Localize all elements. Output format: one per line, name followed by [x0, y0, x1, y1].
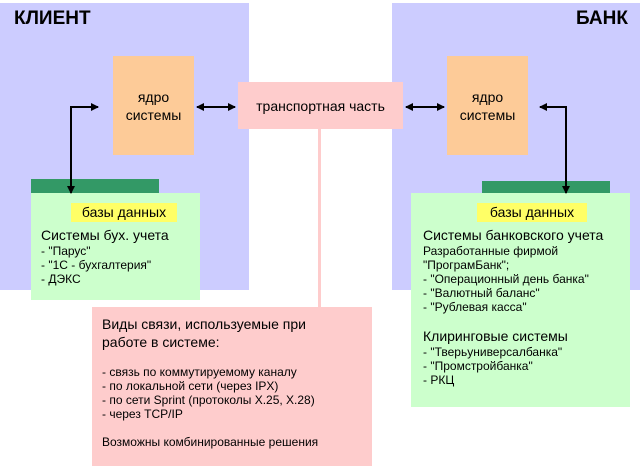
bank-core-line1: ядро	[471, 88, 504, 105]
note-footer: Возможны комбинированные решения	[102, 435, 319, 449]
note-heading: Виды связи, используемые при	[102, 316, 306, 332]
bank-db-intro: Разработанные фирмой	[423, 244, 559, 258]
list-item: - "Промстройбанка"	[423, 359, 533, 373]
bank-db-intro: "ПрограмБанк";	[423, 258, 510, 272]
list-item: - "1С - бухгалтерия"	[41, 258, 152, 272]
bank-title: БАНК	[576, 8, 628, 29]
client-db-heading: Системы бух. учета	[41, 227, 169, 243]
bank-db: базы данных Системы банковского учета Ра…	[411, 193, 630, 407]
client-core-line1: ядро	[137, 88, 170, 105]
bank-db-heading: Системы банковского учета	[423, 227, 604, 243]
list-item: - ДЭКС	[41, 272, 81, 286]
bank-db-heading2: Клиринговые системы	[423, 328, 568, 344]
bank-core-line2: системы	[459, 106, 516, 123]
client-core-line2: системы	[125, 106, 182, 123]
list-item: - "Парус"	[41, 244, 91, 258]
connection-note: Виды связи, используемые при работе в си…	[92, 307, 372, 466]
list-item: - РКЦ	[423, 373, 455, 387]
bank-db-label: базы данных	[477, 203, 587, 222]
list-item: - "Тверьуниверсалбанка"	[423, 345, 563, 359]
list-item: - "Валютный баланс"	[423, 286, 540, 300]
list-item: - по локальной сети (через IPX)	[102, 379, 279, 393]
list-item: - связь по коммутируемому каналу	[102, 365, 297, 379]
transport-line	[318, 129, 321, 309]
list-item: - "Операционный день банка"	[423, 272, 589, 286]
list-item: - "Рублевая касса"	[423, 300, 527, 314]
client-arrow	[67, 103, 99, 194]
note-heading: работе в системе:	[102, 334, 220, 350]
client-db-label: базы данных	[71, 203, 177, 222]
list-item: - по сети Sprint (протоколы X.25, X.28)	[102, 393, 315, 407]
list-item: - через TCP/IP	[102, 407, 183, 421]
bank-arrow	[539, 103, 570, 194]
client-db: базы данных Системы бух. учета - "Парус"…	[31, 193, 200, 300]
client-title: КЛИЕНТ	[14, 8, 91, 29]
transport-box: транспортная часть	[238, 82, 403, 129]
